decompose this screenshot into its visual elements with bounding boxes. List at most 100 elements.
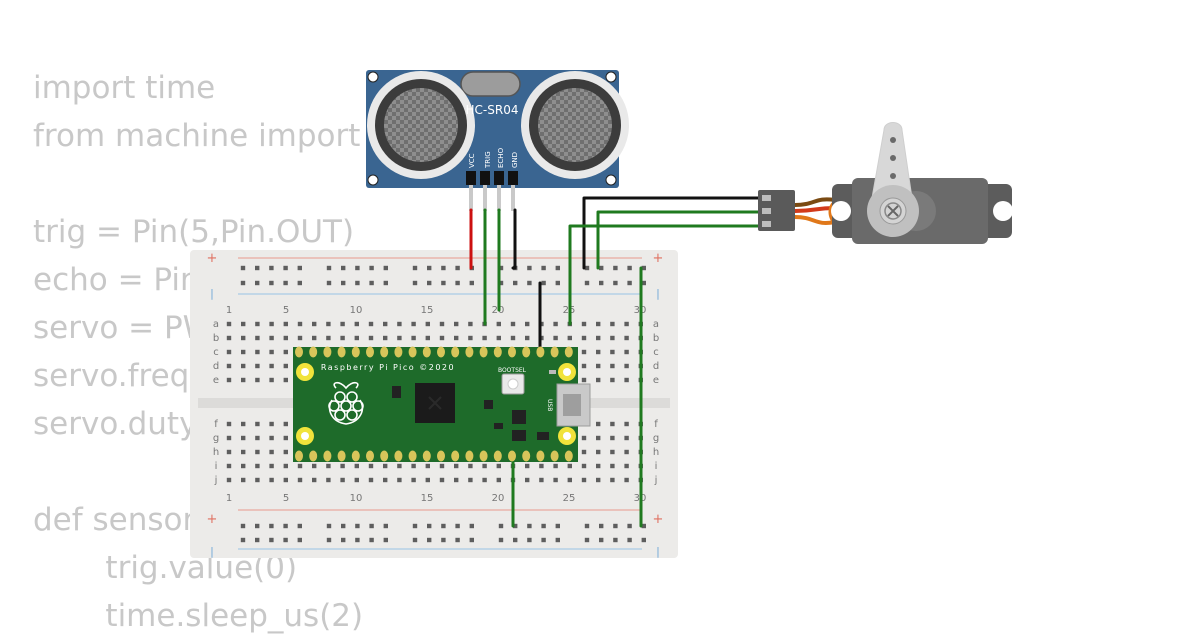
breadboard-hole[interactable]: [383, 335, 388, 341]
breadboard-hole[interactable]: [255, 449, 260, 455]
breadboard-hole[interactable]: [312, 335, 317, 341]
breadboard-hole[interactable]: [354, 477, 359, 483]
breadboard-hole[interactable]: [283, 523, 288, 529]
breadboard-hole[interactable]: [624, 463, 629, 469]
breadboard-hole[interactable]: [454, 477, 459, 483]
pico-pin[interactable]: [422, 450, 431, 462]
breadboard-hole[interactable]: [297, 280, 302, 286]
breadboard-hole[interactable]: [613, 537, 618, 543]
pico-pin[interactable]: [508, 346, 516, 358]
breadboard-hole[interactable]: [610, 335, 615, 341]
breadboard-hole[interactable]: [241, 435, 246, 441]
breadboard-hole[interactable]: [613, 523, 618, 529]
breadboard-hole[interactable]: [241, 449, 246, 455]
breadboard-hole[interactable]: [624, 363, 629, 369]
breadboard-hole[interactable]: [425, 477, 430, 483]
breadboard-hole[interactable]: [599, 523, 604, 529]
breadboard-hole[interactable]: [283, 377, 288, 383]
breadboard-hole[interactable]: [427, 280, 432, 286]
breadboard-hole[interactable]: [241, 477, 246, 483]
breadboard-hole[interactable]: [226, 463, 232, 469]
breadboard-hole[interactable]: [555, 265, 560, 271]
breadboard-hole[interactable]: [397, 335, 402, 341]
breadboard-hole[interactable]: [283, 463, 288, 469]
pico-pin[interactable]: [380, 450, 389, 462]
breadboard-hole[interactable]: [427, 537, 432, 543]
breadboard-hole[interactable]: [411, 463, 416, 469]
breadboard-hole[interactable]: [368, 477, 374, 483]
breadboard-hole[interactable]: [283, 280, 288, 286]
breadboard-hole[interactable]: [596, 377, 601, 383]
breadboard-hole[interactable]: [383, 537, 388, 543]
pico-pin[interactable]: [351, 450, 360, 462]
breadboard-hole[interactable]: [513, 537, 518, 543]
breadboard-hole[interactable]: [468, 477, 473, 483]
breadboard-hole[interactable]: [641, 523, 646, 529]
breadboard-hole[interactable]: [553, 477, 558, 483]
breadboard-hole[interactable]: [397, 463, 402, 469]
breadboard-hole[interactable]: [624, 349, 629, 355]
breadboard-hole[interactable]: [613, 265, 618, 271]
wire-gnd[interactable]: [511, 208, 517, 270]
breadboard-hole[interactable]: [455, 523, 460, 529]
breadboard-hole[interactable]: [241, 463, 246, 469]
pico-pin[interactable]: [437, 450, 445, 462]
breadboard-hole[interactable]: [624, 321, 629, 327]
breadboard-hole[interactable]: [340, 321, 345, 327]
breadboard-hole[interactable]: [496, 477, 501, 483]
breadboard-hole[interactable]: [241, 321, 246, 327]
breadboard-hole[interactable]: [610, 477, 615, 483]
breadboard-hole[interactable]: [513, 280, 518, 286]
breadboard-hole[interactable]: [624, 335, 629, 341]
breadboard-hole[interactable]: [269, 523, 274, 529]
pico-pin[interactable]: [337, 346, 346, 358]
pico-pin[interactable]: [337, 450, 346, 462]
breadboard-hole[interactable]: [397, 321, 402, 327]
pico-pin[interactable]: [295, 450, 303, 462]
breadboard-hole[interactable]: [624, 377, 629, 383]
breadboard-hole[interactable]: [269, 349, 274, 355]
breadboard-hole[interactable]: [283, 477, 288, 483]
breadboard-hole[interactable]: [599, 265, 604, 271]
breadboard-hole[interactable]: [567, 335, 572, 341]
breadboard-hole[interactable]: [610, 435, 615, 441]
breadboard-hole[interactable]: [355, 280, 360, 286]
breadboard-hole[interactable]: [527, 537, 532, 543]
breadboard-hole[interactable]: [581, 335, 587, 341]
breadboard-hole[interactable]: [369, 265, 374, 271]
breadboard-hole[interactable]: [610, 463, 615, 469]
pico-pin[interactable]: [564, 450, 573, 462]
breadboard-hole[interactable]: [553, 463, 558, 469]
breadboard-hole[interactable]: [624, 421, 629, 427]
breadboard-hole[interactable]: [555, 537, 560, 543]
breadboard-hole[interactable]: [341, 280, 346, 286]
pico-pin[interactable]: [366, 450, 374, 462]
breadboard-hole[interactable]: [439, 477, 445, 483]
breadboard-hole[interactable]: [383, 265, 388, 271]
breadboard-hole[interactable]: [425, 335, 430, 341]
breadboard-hole[interactable]: [411, 321, 416, 327]
raspberry-pi-pico[interactable]: Raspberry Pi Pico ©2020 BOOTSEL USB: [293, 346, 591, 463]
pico-pin[interactable]: [451, 346, 460, 358]
breadboard-hole[interactable]: [255, 363, 260, 369]
breadboard-hole[interactable]: [596, 435, 601, 441]
breadboard-hole[interactable]: [627, 280, 632, 286]
breadboard-hole[interactable]: [369, 523, 374, 529]
breadboard-hole[interactable]: [241, 349, 246, 355]
pico-pin[interactable]: [536, 346, 545, 358]
breadboard-hole[interactable]: [498, 265, 504, 271]
breadboard-hole[interactable]: [567, 477, 572, 483]
breadboard-hole[interactable]: [368, 321, 374, 327]
breadboard-hole[interactable]: [326, 335, 331, 341]
breadboard-hole[interactable]: [312, 463, 317, 469]
breadboard-hole[interactable]: [454, 463, 459, 469]
breadboard-hole[interactable]: [610, 449, 615, 455]
breadboard-hole[interactable]: [496, 463, 501, 469]
breadboard-hole[interactable]: [439, 335, 445, 341]
breadboard-hole[interactable]: [255, 321, 260, 327]
breadboard-hole[interactable]: [541, 265, 546, 271]
pico-pin[interactable]: [394, 450, 403, 462]
breadboard-hole[interactable]: [255, 377, 260, 383]
pico-pin[interactable]: [437, 346, 445, 358]
breadboard-hole[interactable]: [455, 537, 460, 543]
